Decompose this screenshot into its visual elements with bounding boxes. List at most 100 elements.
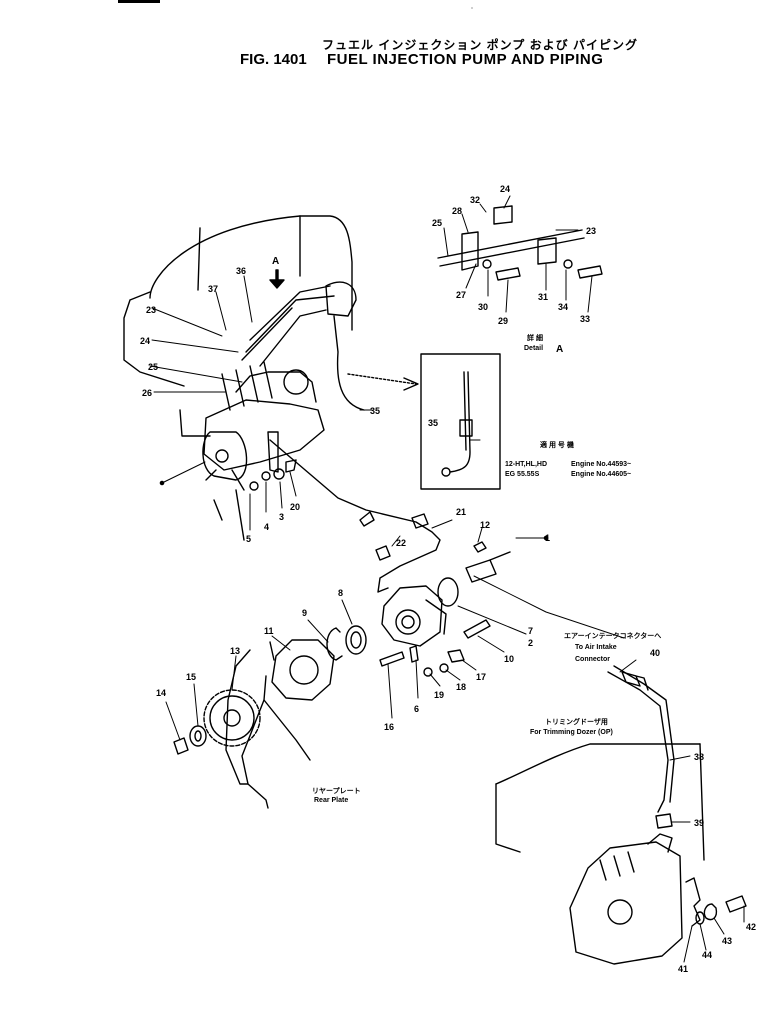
callout-23: 23: [586, 226, 596, 236]
washer-44-drawing: [695, 911, 705, 925]
callout-24: 24: [500, 184, 510, 194]
callout-42: 42: [746, 922, 756, 932]
feed-pump-housing-drawing: [381, 585, 447, 647]
callout-35: 35: [428, 418, 438, 428]
air-intake-note-jp: エアーインテークコネクターへ: [564, 633, 662, 640]
callout-25: 25: [148, 362, 158, 372]
rear-plate-note-jp: リヤープレート: [312, 788, 361, 795]
callout-18: 18: [456, 682, 466, 692]
fitting-7-drawing: [465, 559, 497, 583]
o-ring-2-drawing: [437, 577, 459, 607]
washer-15-drawing: [189, 725, 207, 747]
dozer-note-en: For Trimming Dozer (OP): [530, 729, 613, 736]
callout-43: 43: [722, 936, 732, 946]
arrow-label: A: [272, 256, 279, 267]
gasket-11-drawing: [271, 639, 335, 701]
stud-16-drawing: [379, 651, 405, 667]
callout-35: 35: [370, 406, 380, 416]
cap-12-drawing: [473, 541, 487, 553]
callout-21: 21: [456, 507, 466, 517]
callout-22: 22: [396, 538, 406, 548]
callout-41: 41: [678, 964, 688, 974]
callout-30: 30: [478, 302, 488, 312]
title-japanese: フュエル インジェクション ポンプ および パイピング: [322, 38, 638, 52]
view-arrow-a: [269, 269, 285, 289]
air-intake-note-en2: Connector: [575, 656, 610, 663]
applicability-model-2: EG 55.55S: [505, 471, 540, 478]
callout-10: 10: [504, 654, 514, 664]
callout-25: 25: [432, 218, 442, 228]
callout-12: 12: [480, 520, 490, 530]
applicability-engine-1: Engine No.44593~: [571, 461, 632, 468]
detail-arrow: [403, 377, 419, 391]
applicability-model-1: 12-HT,HL,HD: [505, 461, 548, 468]
callout-19: 19: [434, 690, 444, 700]
bolt-42-drawing: [725, 895, 747, 913]
pin-6-drawing: [409, 645, 419, 663]
engine-block-drawing: [123, 215, 353, 437]
callout-6: 6: [414, 704, 419, 714]
corner-mark: [118, 0, 160, 3]
callout-5: 5: [246, 534, 251, 544]
callout-37: 37: [208, 284, 218, 294]
callout-31: 31: [538, 292, 548, 302]
leader-lines: [149, 7, 745, 963]
washer-19-drawing: [423, 667, 433, 677]
callout-34: 34: [558, 302, 568, 312]
pipe-38-drawing: [607, 665, 675, 813]
figure-number: FIG. 1401: [240, 51, 307, 68]
callout-1: 1: [545, 533, 550, 543]
detail-a-bracket-drawing: [437, 205, 603, 281]
callout-8: 8: [338, 588, 343, 598]
detail-box-pipe-drawing: [420, 353, 501, 490]
rear-plate-drawing: [225, 641, 311, 809]
callout-20: 20: [290, 502, 300, 512]
callout-28: 28: [452, 206, 462, 216]
callout-36: 36: [236, 266, 246, 276]
callout-38: 38: [694, 752, 704, 762]
figure-title: FUEL INJECTION PUMP AND PIPING: [327, 51, 604, 68]
callout-14: 14: [156, 688, 166, 698]
applicability-engine-2: Engine No.44605~: [571, 471, 632, 478]
callout-3: 3: [279, 512, 284, 522]
gear-13-drawing: [203, 689, 261, 747]
bearing-8-drawing: [345, 625, 367, 655]
callout-24: 24: [140, 336, 150, 346]
callout-23: 23: [146, 305, 156, 315]
bracket-41-drawing: [685, 877, 701, 927]
washer-18-drawing: [439, 663, 449, 673]
callout-32: 32: [470, 195, 480, 205]
callout-39: 39: [694, 818, 704, 828]
callout-labels: 24 32 28 25 23 27 30 29 31 34 33 37 36 2…: [140, 184, 756, 974]
engine-lower-drawing: [495, 743, 705, 861]
callout-2: 2: [528, 638, 533, 648]
callout-27: 27: [456, 290, 466, 300]
callout-9: 9: [302, 608, 307, 618]
detail-label-en: Detail: [524, 345, 544, 352]
injection-pump-lower-drawing: [569, 833, 683, 965]
callout-26: 26: [142, 388, 152, 398]
washer-43-drawing: [703, 903, 718, 921]
callout-16: 16: [384, 722, 394, 732]
callout-17: 17: [476, 672, 486, 682]
callout-11: 11: [264, 626, 274, 636]
fitting-39-drawing: [655, 813, 673, 829]
callout-4: 4: [264, 522, 269, 532]
dozer-note-jp: トリミングドーザ用: [545, 719, 608, 726]
callout-44: 44: [702, 950, 712, 960]
arrow-a-label: A: [272, 256, 279, 267]
nut-14-drawing: [173, 737, 189, 755]
nut-17-drawing: [447, 649, 465, 663]
callout-7: 7: [528, 626, 533, 636]
lead-to-7: [489, 551, 511, 561]
callout-13: 13: [230, 646, 240, 656]
callout-29: 29: [498, 316, 508, 326]
snap-ring-9-drawing: [326, 627, 343, 661]
air-intake-note-en1: To Air Intake: [575, 644, 617, 651]
rear-plate-note-en: Rear Plate: [314, 797, 349, 804]
applicability-jp: 適 用 号 機: [540, 442, 574, 449]
fuel-injection-pump-drawing: [202, 281, 365, 541]
callout-40: 40: [650, 648, 660, 658]
